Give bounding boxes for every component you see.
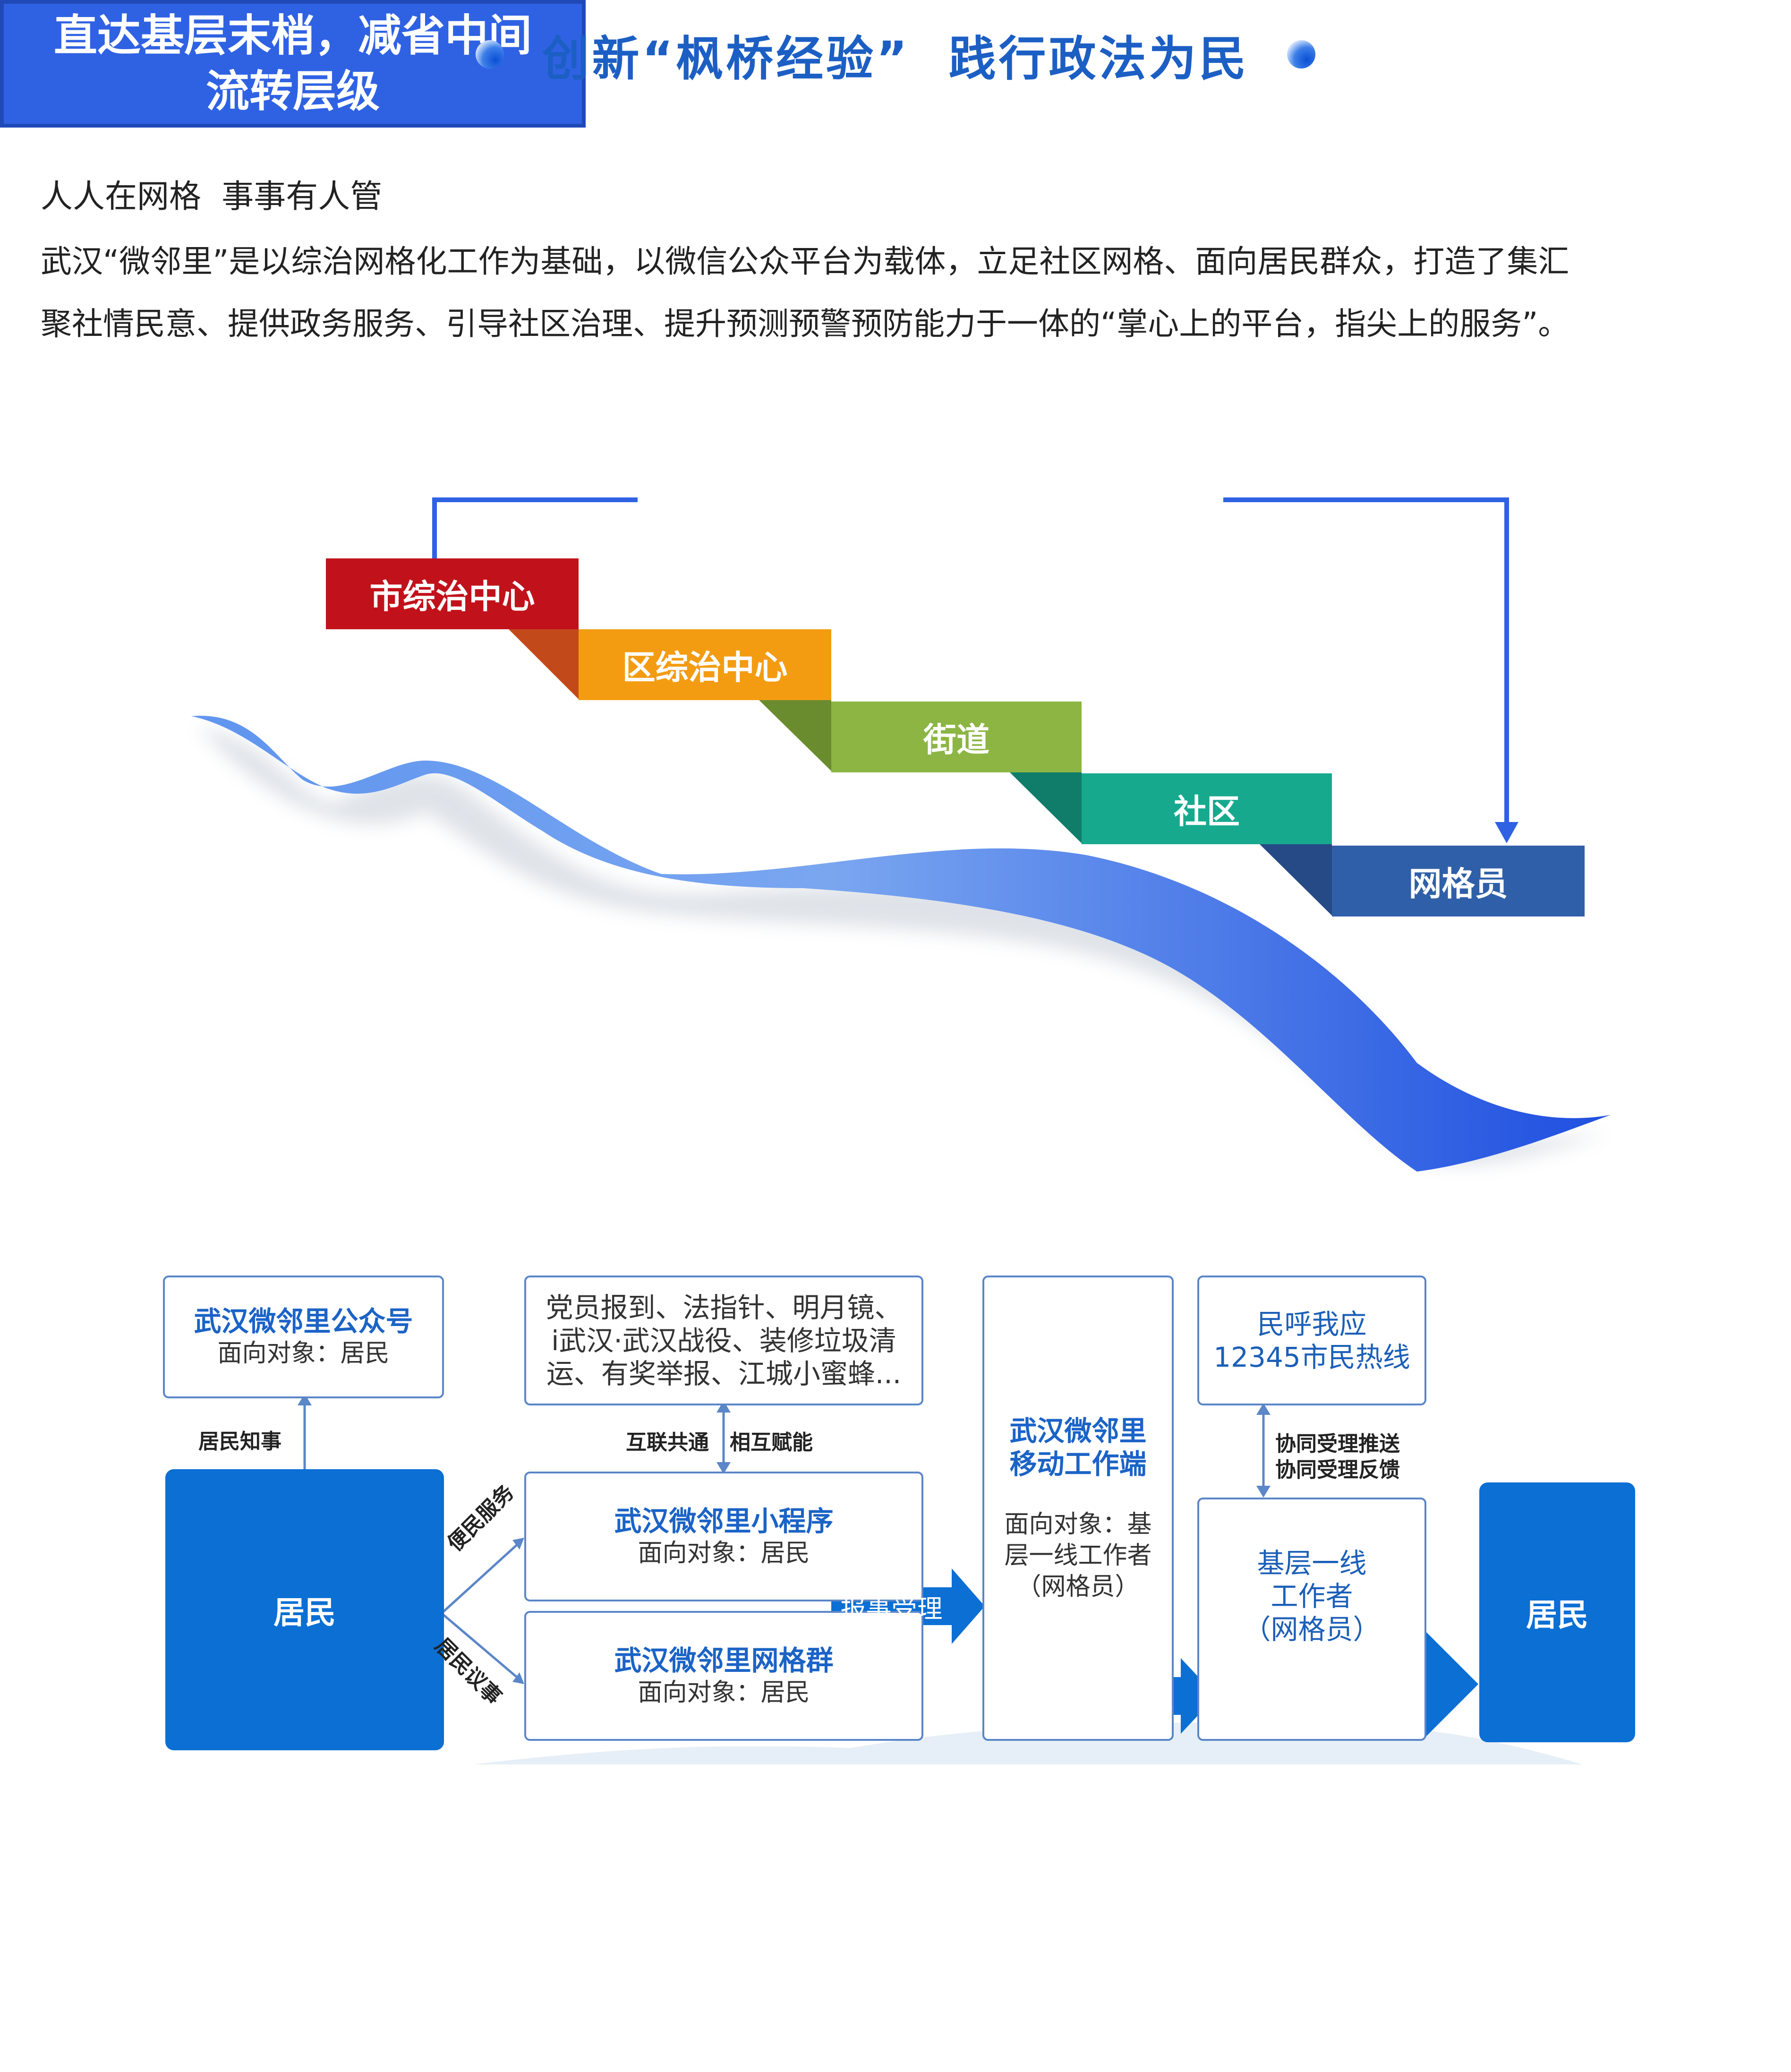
page-title-bar: 创新“枫桥经验” 践行政法为民 <box>0 19 1791 90</box>
grid-group-box: 武汉微邻里网格群 面向对象：居民 <box>524 1611 923 1741</box>
frontline-worker-box: 基层一线 工作者 （网格员） <box>1197 1498 1426 1741</box>
resident-left: 居民 <box>165 1469 444 1750</box>
fold-1 <box>508 628 579 699</box>
level-street: 街道 <box>831 702 1082 772</box>
services-line2: i武汉·武汉战役、装修垃圾清 <box>551 1324 896 1357</box>
mobile-workstation-box: 武汉微邻里 移动工作端 面向对象：基 层一线工作者 （网格员） <box>982 1276 1174 1741</box>
public-account-box: 武汉微邻里公众号 面向对象：居民 <box>163 1276 444 1398</box>
services-box: 党员报到、法指针、明月镜、 i武汉·武汉战役、装修垃圾清 运、有奖举报、江城小蜜… <box>524 1276 923 1405</box>
grid-group-title: 武汉微邻里网格群 <box>614 1644 834 1677</box>
intro-paragraph-line1: 武汉“微邻里”是以综治网格化工作为基础，以微信公众平台为载体，立足社区网格、面向… <box>41 243 1569 280</box>
hotline-line1: 民呼我应 <box>1257 1308 1367 1340</box>
fold-3 <box>1008 771 1082 843</box>
mobile-workstation-audience3: （网格员） <box>1016 1573 1140 1601</box>
arrow-report-label-2: 报事受理 <box>1071 1683 1173 1713</box>
decor-dot-right-icon <box>1287 40 1315 68</box>
top-callout-line1: 直达基层末梢，减省中间 <box>53 10 532 61</box>
frontline-worker-line1: 基层一线 <box>1257 1547 1367 1579</box>
connector-right <box>1223 497 1509 824</box>
top-callout-line2: 流转层级 <box>205 66 380 117</box>
mobile-workstation-audience2: 层一线工作者 <box>1004 1541 1152 1570</box>
level-community: 社区 <box>1082 773 1332 844</box>
decor-dot-left-icon <box>476 40 504 68</box>
top-callout-box: 直达基层末梢，减省中间 流转层级 <box>0 0 586 128</box>
arrow-report-label-1: 报事受理 <box>840 1593 943 1624</box>
fold-4 <box>1259 843 1332 916</box>
level-grid-member: 网格员 <box>1332 846 1585 916</box>
label-interconnect: 互联共通 <box>626 1430 709 1455</box>
frontline-worker-line3: （网格员） <box>1243 1613 1381 1645</box>
mini-program-title: 武汉微邻里小程序 <box>614 1505 834 1537</box>
intro-paragraph-line2: 聚社情民意、提供政务服务、引导社区治理、提升预测预警预防能力于一体的“掌心上的平… <box>41 306 1569 342</box>
hotline-box: 民呼我应 12345市民热线 <box>1197 1276 1426 1405</box>
level-district: 区综治中心 <box>579 629 831 700</box>
label-coordinated-feedback: 协同受理反馈 <box>1275 1458 1400 1482</box>
label-mutual-empower: 相互赋能 <box>730 1430 813 1455</box>
public-account-audience: 面向对象：居民 <box>217 1339 390 1368</box>
level-city: 市综治中心 <box>326 558 579 629</box>
connector-right-arrowhead <box>1495 822 1518 843</box>
resident-right: 居民 <box>1479 1482 1635 1742</box>
arrow-feedback-label-2: 结果反馈 <box>1311 1687 1405 1715</box>
services-line3: 运、有奖举报、江城小蜜蜂... <box>546 1357 902 1390</box>
fold-2 <box>758 699 831 771</box>
connector-left <box>432 497 638 560</box>
mobile-workstation-title1: 武汉微邻里 <box>1009 1415 1147 1447</box>
label-coordinated-push: 协同受理推送 <box>1275 1432 1400 1456</box>
grid-group-audience: 面向对象：居民 <box>638 1678 810 1707</box>
mobile-workstation-title2: 移动工作端 <box>1009 1448 1147 1480</box>
services-line1: 党员报到、法指针、明月镜、 <box>546 1291 902 1324</box>
mini-program-audience: 面向对象：居民 <box>638 1539 810 1567</box>
ribbon <box>191 716 1611 1172</box>
frontline-worker-line2: 工作者 <box>1271 1580 1353 1612</box>
mini-program-box: 武汉微邻里小程序 面向对象：居民 <box>524 1472 923 1601</box>
label-residents-informed: 居民知事 <box>198 1430 281 1454</box>
hotline-line2: 12345市民热线 <box>1213 1341 1410 1373</box>
section-subtitle: 人人在网格 事事有人管 <box>41 178 383 215</box>
public-account-title: 武汉微邻里公众号 <box>194 1305 413 1337</box>
arrow-feedback-label-1: 受理进度 <box>1311 1657 1405 1685</box>
mobile-workstation-audience1: 面向对象：基 <box>1004 1510 1152 1539</box>
page-title: 创新“枫桥经验” 践行政法为民 <box>542 31 1249 86</box>
